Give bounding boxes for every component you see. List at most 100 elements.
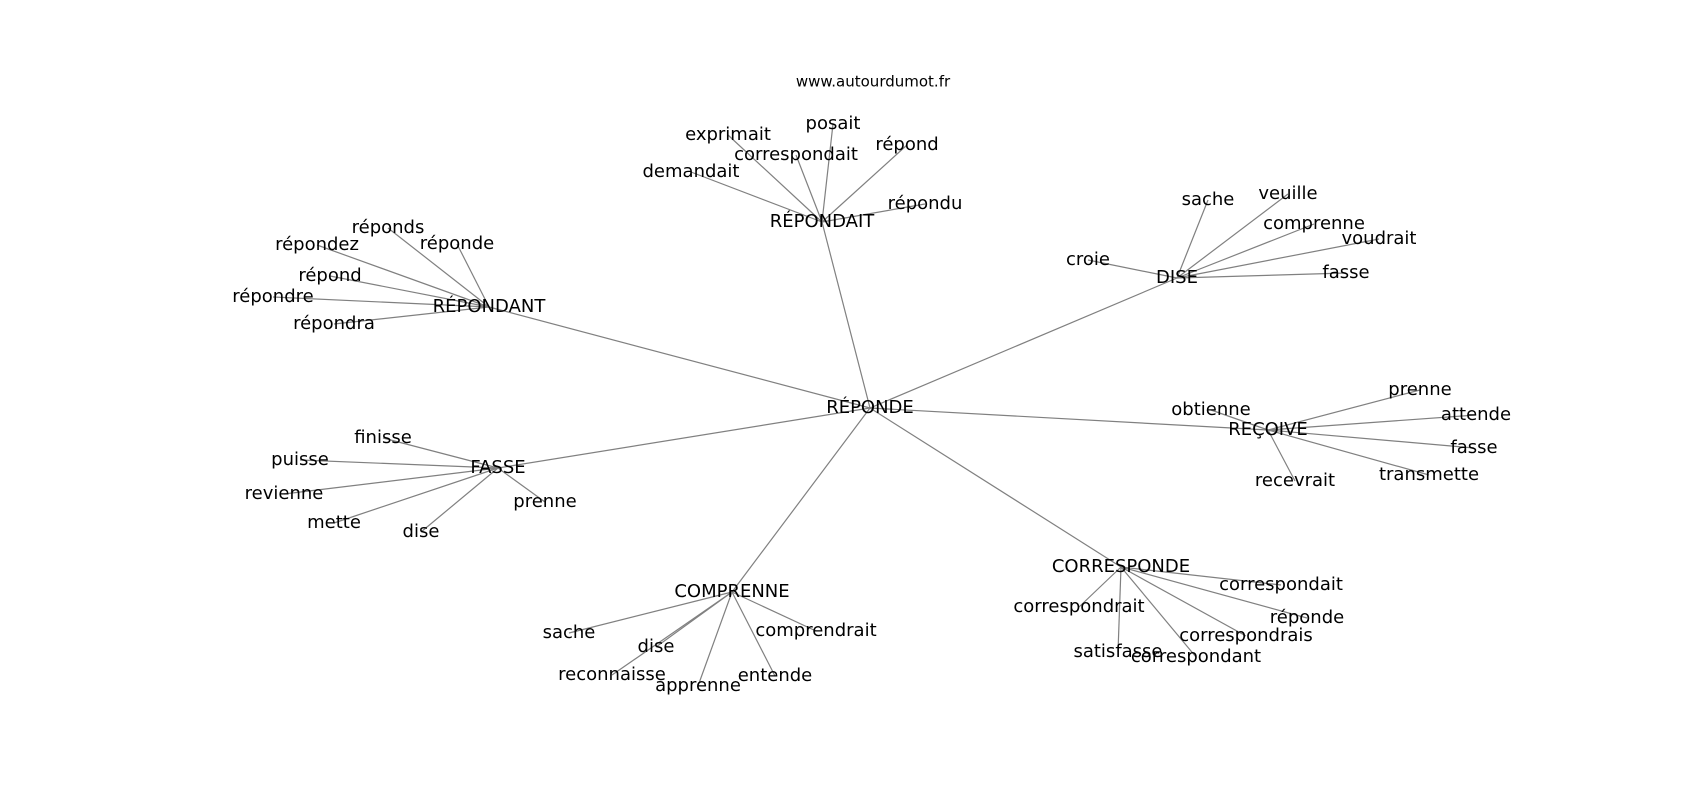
graph-edge: [1120, 566, 1197, 658]
graph-edge: [611, 591, 733, 676]
leaf-node: mette: [307, 512, 361, 533]
leaf-node: correspondait: [1219, 574, 1343, 595]
leaf-node: répondra: [293, 313, 375, 334]
graph-edge: [1120, 566, 1282, 586]
graph-edge: [1087, 259, 1178, 279]
leaf-node: finisse: [354, 427, 412, 448]
graph-edge: [456, 243, 490, 308]
leaf-node: posait: [806, 113, 861, 134]
graph-edge: [1120, 566, 1247, 637]
leaf-node: comprendrait: [755, 620, 876, 641]
leaf-node: veuille: [1258, 183, 1317, 204]
graph-edge: [497, 467, 546, 503]
graph-edge: [1176, 193, 1289, 279]
graph-edge: [1078, 566, 1122, 608]
leaf-node: voudrait: [1342, 228, 1417, 249]
graph-edge: [869, 277, 1178, 409]
leaf-node: comprenne: [1263, 213, 1365, 234]
graph-edge: [329, 275, 490, 308]
leaf-node: répond: [298, 265, 361, 286]
graph-labels: www.autourdumot.fr RÉPONDE RÉPONDAIT expri…: [232, 73, 1511, 697]
graph-edge: [1120, 566, 1308, 619]
leaf-node: fasse: [1450, 437, 1497, 458]
leaf-node: prenne: [1388, 379, 1451, 400]
graph-edge: [869, 407, 1122, 568]
leaf-node: correspondait: [734, 144, 858, 165]
leaf-node: dise: [638, 636, 675, 657]
leaf-node: correspondrait: [1013, 596, 1144, 617]
leaf-node: attende: [1441, 404, 1511, 425]
leaf-node: satisfasse: [1073, 641, 1162, 662]
leaf-node: répondre: [232, 286, 313, 307]
leaf-node: réponds: [352, 217, 425, 238]
leaf-node: réponde: [1270, 607, 1344, 628]
leaf-node: reconnaisse: [558, 664, 666, 685]
graph-edge: [1117, 566, 1122, 653]
hub-node-comprenne: COMPRENNE: [674, 581, 789, 602]
graph-edge: [1267, 389, 1421, 431]
graph-edge: [1267, 429, 1296, 482]
graph-edges: [272, 123, 1477, 687]
leaf-node: sache: [1182, 189, 1235, 210]
graph-edge: [731, 591, 817, 632]
graph-edge: [1210, 409, 1269, 431]
leaf-node: entende: [738, 665, 813, 686]
hub-node-repondait: RÉPONDAIT: [770, 210, 876, 232]
leaf-node: croie: [1066, 249, 1110, 270]
hub-node-fasse: FASSE: [470, 457, 525, 478]
hub-node-corresponde: CORRESPONDE: [1052, 556, 1190, 577]
graph-edge: [821, 123, 834, 223]
graph-edge: [283, 467, 499, 495]
leaf-node: recevrait: [1255, 470, 1335, 491]
hub-node-dise: DISE: [1156, 267, 1198, 288]
graph-edge: [1176, 199, 1209, 279]
leaf-node: apprenne: [655, 675, 741, 696]
graph-edge: [1176, 223, 1315, 279]
leaf-node: demandait: [643, 161, 740, 182]
graph-edge: [497, 407, 871, 469]
graph-edge: [795, 154, 823, 223]
graph-edge: [731, 591, 776, 677]
graph-edge: [697, 591, 733, 687]
graph-edge: [333, 306, 490, 325]
website-label: www.autourdumot.fr: [796, 73, 951, 91]
graph-edge: [387, 227, 490, 308]
graph-edge: [1176, 238, 1380, 279]
graph-edge: [690, 171, 823, 223]
leaf-node: répondez: [275, 234, 359, 255]
graph-edge: [821, 144, 908, 223]
leaf-node: obtienne: [1171, 399, 1250, 420]
leaf-node: fasse: [1322, 262, 1369, 283]
leaf-node: dise: [403, 521, 440, 542]
graph-edge: [1267, 429, 1475, 449]
graph-edge: [869, 407, 1269, 431]
leaf-node: réponde: [420, 233, 494, 254]
leaf-node: transmette: [1379, 464, 1479, 485]
graph-edge: [382, 437, 499, 469]
leaf-node: sache: [543, 622, 596, 643]
graph-edge: [1267, 414, 1477, 431]
leaf-node: revienne: [245, 483, 324, 504]
hub-node-repondant: RÉPONDANT: [433, 295, 547, 317]
graph-edge: [272, 296, 490, 308]
graph-edge: [821, 221, 871, 409]
graph-edge: [333, 467, 499, 524]
graph-edge: [727, 134, 823, 223]
hub-node-recoive: REÇOIVE: [1228, 419, 1308, 440]
graph-edge: [821, 203, 926, 223]
graph-edge: [1267, 429, 1430, 476]
graph-edge: [1176, 272, 1347, 279]
leaf-node: répondu: [888, 193, 963, 214]
center-node: RÉPONDE: [826, 396, 914, 418]
graph-edge: [731, 407, 871, 593]
leaf-node: exprimait: [685, 124, 771, 145]
graph-edge: [420, 467, 499, 533]
leaf-node: prenne: [513, 491, 576, 512]
graph-edge: [316, 244, 490, 308]
graph-edge: [568, 591, 733, 634]
graph-edge: [299, 459, 499, 469]
leaf-node: correspondrais: [1179, 625, 1313, 646]
graph-edge: [488, 306, 871, 409]
leaf-node: répond: [875, 134, 938, 155]
